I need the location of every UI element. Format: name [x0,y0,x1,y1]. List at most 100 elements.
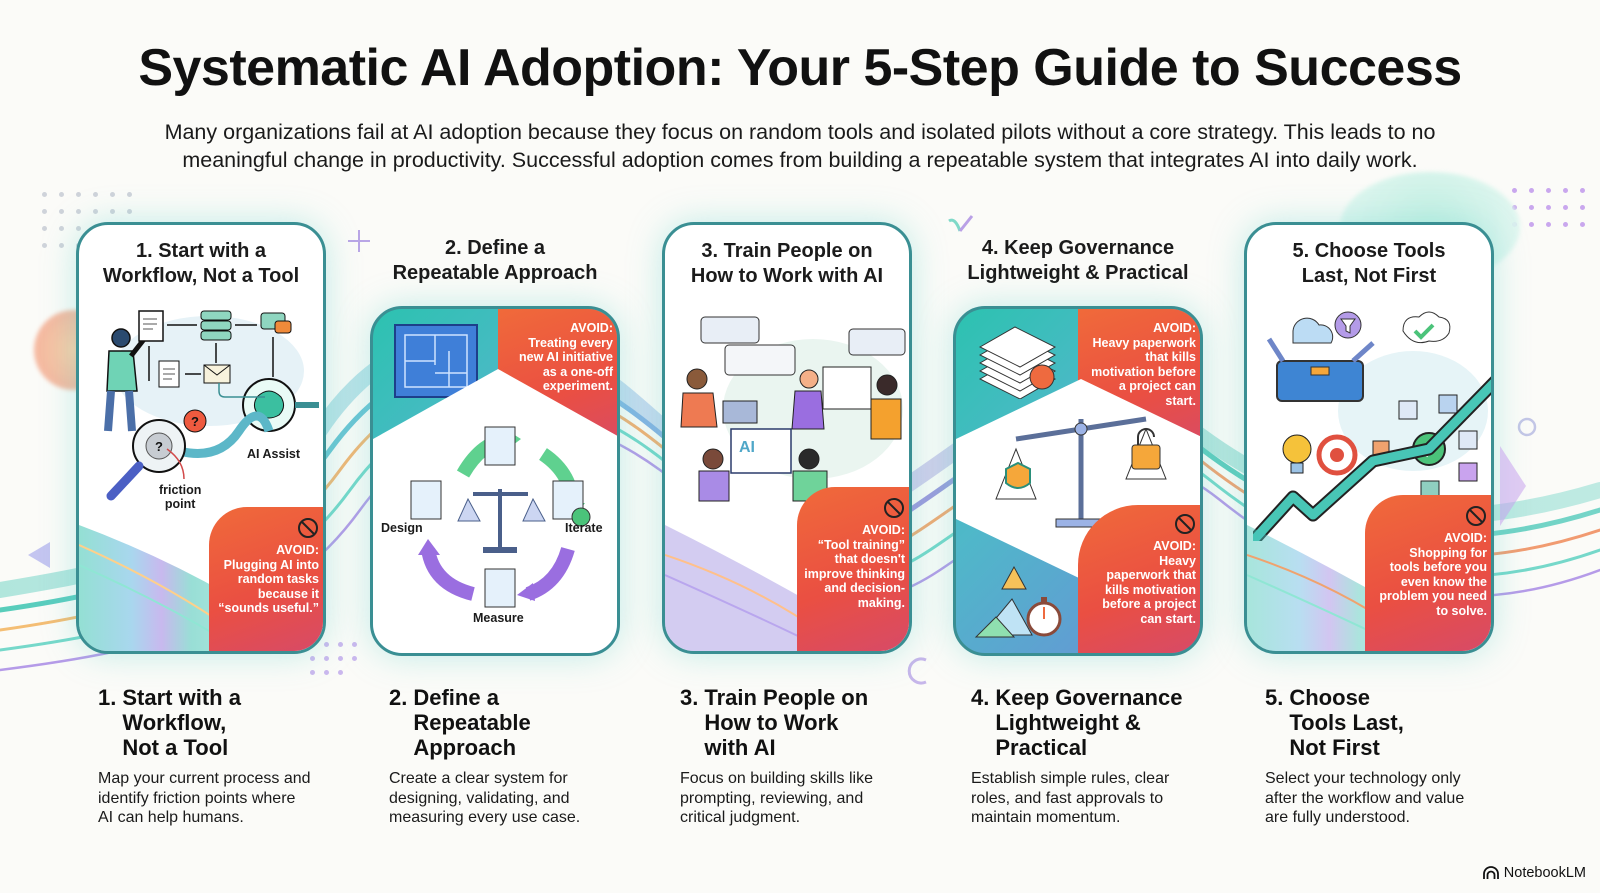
step-description-line: AI can help humans. [98,809,244,826]
step-description-line: Select your technology only [1265,770,1461,787]
step-heading: 5. Choose Tools Last, Not First [1265,685,1535,760]
step-description: Establish simple rules, clear roles, and… [971,769,1241,828]
friction-label-line: friction [159,483,202,497]
check-swoosh-decoration [948,215,974,232]
step-heading-line: Define a [413,685,499,710]
avoid-text-line: paperwork that [1106,568,1196,582]
avoid-callout: AVOID: Plugging AI into random tasks bec… [209,507,323,651]
avoid-heading: AVOID: [862,523,905,537]
blueprint-cycle-icon [410,426,591,608]
card-title: 3. Train People on How to Work with AI [665,239,909,289]
arrow-chevron-decoration [1500,446,1526,526]
step-heading-line: Repeatable [413,710,531,735]
avoid-text-line: Shopping for [1409,545,1487,560]
avoid-heading: AVOID: [570,321,613,335]
avoid-text-line: start. [1165,393,1196,408]
step-heading-line: Choose [1289,685,1371,710]
svg-text:?: ? [191,414,199,429]
page-title: Systematic AI Adoption: Your 5-Step Guid… [138,39,1462,97]
avoid-text-line: tools before you [1389,560,1487,574]
card-title-line: 5. Choose Tools [1292,240,1446,262]
avoid-heading: AVOID: [1153,321,1196,335]
avoid-text-line: Heavy [1159,553,1196,568]
step-heading-text: Start with a Workflow, Not a Tool [122,685,368,760]
blueprint-icon [394,324,478,398]
step-heading-line: Keep Governance [995,685,1183,710]
ai-assist-label: AI Assist [247,447,301,461]
avoid-callout: AVOID: “Tool training” that doesn't impr… [797,487,909,651]
card-title-line: 3. Train People on [701,240,873,262]
step-heading-line: Approach [413,735,517,760]
avoid-text-line: kills motivation [1105,582,1196,597]
step-description: Select your technology only after the wo… [1265,769,1535,828]
step-heading: 3. Train People on How to Work with AI [680,685,950,760]
step-card-5: 5. Choose Tools Last, Not First [1244,222,1494,654]
avoid-heading: AVOID: [276,543,319,557]
workflow-diagram-icon: ? ? [104,310,319,501]
step-heading: 4. Keep Governance Lightweight & Practic… [971,685,1241,760]
mountain-stopwatch-icon [974,565,1062,638]
ban-icon [884,498,904,518]
step-description: Create a clear system for designing, val… [389,769,659,828]
step-number: 5. [1265,685,1284,710]
step-heading-line: Start with a [122,685,241,710]
avoid-text-line: motivation before [1091,364,1196,379]
step-heading: 1. Start with a Workflow, Not a Tool [98,685,368,760]
step-description-line: roles, and fast approvals to [971,789,1164,807]
step-description-line: after the workflow and value [1265,789,1465,807]
avoid-text-line: new AI initiative [518,350,613,364]
avoid-text-line: as a one-off [542,364,613,379]
card-title-line: 1. Start with a [135,240,267,262]
step-heading-line: Workflow, [122,710,227,735]
step-heading: 2. Define a Repeatable Approach [389,685,659,760]
step-number: 1. [98,685,117,710]
plus-decoration [348,230,370,252]
ban-icon [1466,506,1486,526]
avoid-callout: AVOID: Shopping for tools before you eve… [1365,495,1491,651]
step-description-line: measuring every use case. [389,809,581,826]
step-description-line: Focus on building skills like [680,770,873,787]
card-title: 5. Choose Tools Last, Not First [1247,239,1491,289]
step-heading-line: Practical [995,735,1088,760]
step-heading-line: Not a Tool [122,735,229,760]
avoid-callout: AVOID: Heavy paperwork that kills motiva… [1078,505,1200,653]
avoid-text-line: improve thinking [804,566,905,581]
step-description-line: Map your current process and [98,770,311,787]
card-title-line: How to Work with AI [690,265,884,287]
card-title-line: Last, Not First [1301,265,1437,287]
triangle-decoration [28,542,50,568]
step-heading-line: Lightweight & [995,710,1141,735]
step-summary-4: 4. Keep Governance Lightweight & Practic… [971,685,1241,828]
friction-point-label: friction point [159,483,201,511]
step-heading-line: Tools Last, [1289,710,1404,735]
card-title-line: Repeatable Approach [392,262,598,284]
step-description-line: designing, validating, and [389,789,570,807]
avoid-text-line: “Tool training” [817,537,905,552]
step-description-line: Establish simple rules, clear [971,770,1170,787]
card-title-line: 2. Define a [444,237,546,259]
step-number: 3. [680,685,699,710]
ring-decoration [1517,417,1537,437]
avoid-text-line: can start. [1140,611,1196,626]
paper-stack-icon [978,326,1057,399]
card-title: 2. Define a Repeatable Approach [370,236,620,286]
avoid-text-line: and decision- [824,581,905,595]
card-title-line: 4. Keep Governance [981,237,1175,259]
card-title: 1. Start with a Workflow, Not a Tool [79,239,323,289]
avoid-heading: AVOID: [1153,539,1196,553]
step-description-line: critical judgment. [680,809,801,826]
step-card-3: 3. Train People on How to Work with AI A… [662,222,912,654]
avoid-text-line: to solve. [1436,603,1487,618]
step-description-line: maintain momentum. [971,809,1121,826]
step-summary-3: 3. Train People on How to Work with AI F… [680,685,950,828]
intro-line-2: meaningful change in productivity. Succe… [182,148,1418,172]
step-number: 4. [971,685,990,710]
card-title-line: Lightweight & Practical [967,262,1189,284]
cycle-label-iterate: Iterate [565,521,603,535]
avoid-text-line: experiment. [542,379,613,393]
avoid-text-line: because it [257,586,319,601]
step-heading-line: with AI [704,735,776,760]
step-heading-text: Define a Repeatable Approach [413,685,659,760]
intro-line-1: Many organizations fail at AI adoption b… [164,120,1436,144]
step-summary-5: 5. Choose Tools Last, Not First Select y… [1265,685,1535,828]
